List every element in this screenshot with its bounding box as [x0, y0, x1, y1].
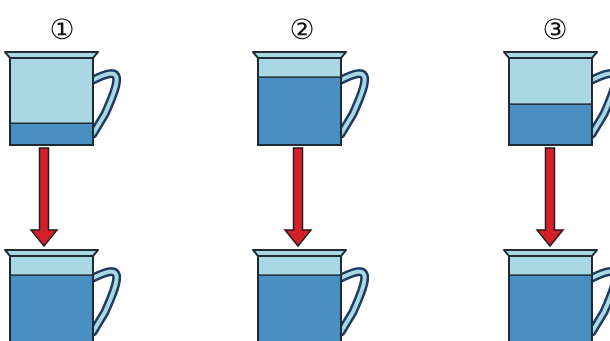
column-1-before-beaker — [5, 52, 117, 145]
column-2-before-beaker — [253, 52, 365, 145]
column-3: ③ — [504, 13, 610, 341]
column-2-label: ② — [289, 13, 314, 46]
column-1-before-beaker-water — [10, 123, 93, 145]
column-1: ① — [5, 13, 117, 341]
column-1-arrow-shape — [31, 148, 57, 246]
column-2-after-beaker — [253, 250, 365, 341]
column-1-after-beaker — [5, 250, 117, 341]
column-2-arrow — [285, 148, 311, 246]
column-1-before-beaker-rim — [5, 52, 98, 58]
column-1-after-beaker-water — [10, 275, 93, 341]
column-2-before-beaker-water — [258, 77, 341, 145]
column-2-arrow-shape — [285, 148, 311, 246]
column-3-after-beaker-water — [509, 275, 592, 341]
column-3-after-beaker — [504, 250, 610, 341]
column-3-before-beaker — [504, 52, 610, 145]
column-2-before-beaker-rim — [253, 52, 346, 58]
column-3-before-beaker-rim — [504, 52, 597, 58]
column-2: ② — [253, 13, 365, 341]
column-3-label: ③ — [542, 13, 567, 46]
column-1-arrow — [31, 148, 57, 246]
column-1-after-beaker-rim — [5, 250, 98, 256]
column-2-after-beaker-water — [258, 275, 341, 341]
column-3-before-beaker-water — [509, 104, 592, 145]
column-1-label: ① — [49, 13, 74, 46]
column-3-arrow-shape — [537, 148, 563, 246]
column-2-after-beaker-rim — [253, 250, 346, 256]
column-3-arrow — [537, 148, 563, 246]
column-3-after-beaker-rim — [504, 250, 597, 256]
